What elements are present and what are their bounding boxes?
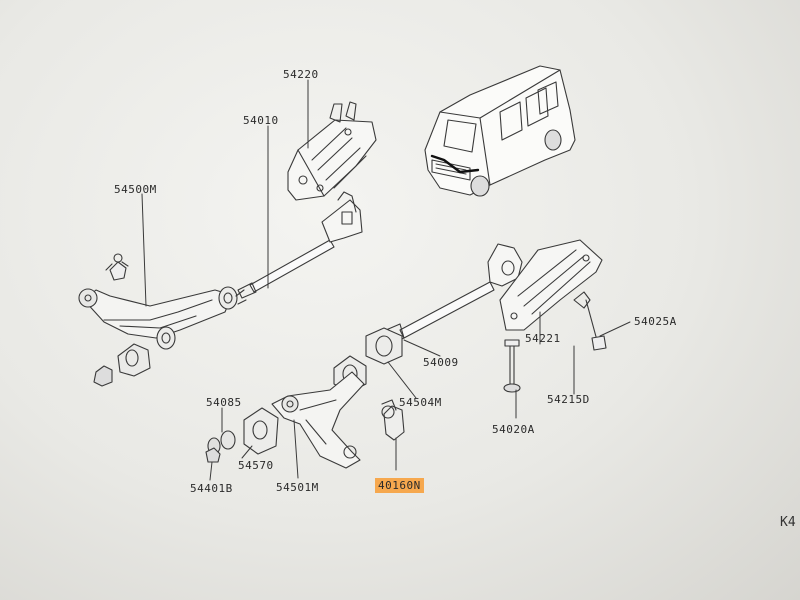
label-54009: 54009 (423, 356, 459, 369)
page-reference: K4 (780, 515, 796, 530)
label-54570: 54570 (238, 459, 274, 472)
part-54221-bracket (499, 239, 607, 351)
label-54085: 54085 (206, 396, 242, 409)
label-54220: 54220 (283, 68, 319, 81)
label-54500m: 54500M (114, 183, 157, 196)
leader-lines (141, 79, 631, 481)
part-54010-torsion-bar (237, 191, 363, 299)
label-54501m: 54501M (276, 481, 319, 494)
part-40160n-ball-joint (381, 399, 405, 441)
label-54215d: 54215D (547, 393, 590, 406)
label-54020a: 54020A (492, 423, 535, 436)
part-54500m-wishbone (78, 253, 247, 387)
label-54504m: 54504M (399, 396, 442, 409)
van-illustration (424, 65, 576, 197)
part-54220-bracket (287, 101, 377, 201)
label-54401b: 54401B (190, 482, 233, 495)
label-54010: 54010 (243, 114, 279, 127)
part-54570-bushing (205, 407, 279, 463)
label-54025a: 54025A (634, 315, 677, 328)
part-54501m-wishbone (271, 371, 365, 469)
part-54009-torsion-bar (385, 243, 523, 345)
label-40160n-highlighted: 40160N (375, 478, 424, 493)
label-54221: 54221 (525, 332, 561, 345)
part-54020a-bolt (503, 339, 521, 393)
